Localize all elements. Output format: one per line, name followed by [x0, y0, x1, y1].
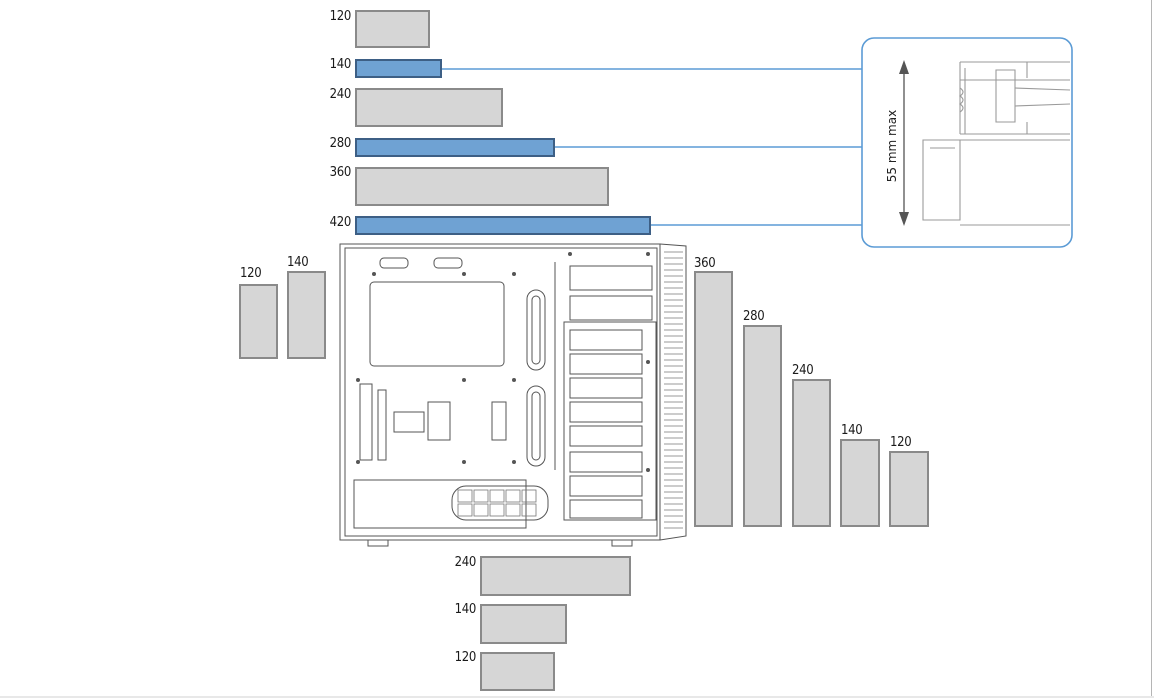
front-radiator-240-label: 240	[792, 363, 814, 378]
clearance-sideview-lineart	[922, 61, 1071, 226]
bottom-radiator-120-label: 120	[454, 650, 477, 665]
case-outline	[339, 243, 661, 541]
callout-connectors	[442, 68, 862, 226]
top-radiator-360	[355, 167, 609, 206]
front-panel-vents	[664, 251, 683, 529]
top-radiator-140-label: 140	[329, 57, 352, 72]
bottom-radiator-240	[480, 556, 631, 596]
cable-grommet-bottom	[526, 385, 546, 467]
front-radiator-120-label: 120	[890, 435, 912, 450]
front-radiator-280	[743, 325, 782, 527]
top-radiator-420-highlighted	[355, 216, 651, 235]
top-radiator-360-label: 360	[329, 165, 352, 180]
cable-grommet-top	[526, 289, 546, 371]
clearance-double-arrow	[899, 60, 909, 226]
bottom-radiator-240-label: 240	[454, 555, 477, 570]
bottom-radiator-140	[480, 604, 567, 644]
bottom-radiator-120	[480, 652, 555, 691]
top-radiator-280-label: 280	[329, 136, 352, 151]
top-radiator-240-label: 240	[329, 87, 352, 102]
rear-radiator-140	[287, 271, 326, 359]
front-radiator-360	[694, 271, 733, 527]
bottom-radiator-140-label: 140	[454, 602, 477, 617]
rear-radiator-120	[239, 284, 278, 359]
rear-radiator-120-label: 120	[240, 266, 262, 281]
top-radiator-240	[355, 88, 503, 127]
rear-radiator-140-label: 140	[287, 255, 309, 270]
page-bottom-edge	[0, 696, 1154, 698]
front-panel	[659, 243, 687, 541]
front-radiator-120	[889, 451, 929, 527]
page-edge-divider	[1151, 0, 1152, 698]
front-radiator-140-label: 140	[841, 423, 863, 438]
top-radiator-120-label: 120	[329, 9, 352, 24]
motherboard-cutout	[369, 281, 505, 367]
drive-cage	[563, 321, 657, 521]
front-radiator-240	[792, 379, 831, 527]
case-sticker	[393, 411, 425, 433]
front-radiator-280-label: 280	[743, 309, 765, 324]
optical-bay-2	[569, 295, 653, 321]
front-radiator-140	[840, 439, 880, 527]
psu-vent	[451, 485, 549, 521]
top-radiator-120	[355, 10, 430, 48]
optical-bay-1	[569, 265, 653, 291]
top-radiator-420-label: 420	[329, 215, 352, 230]
top-radiator-280-highlighted	[355, 138, 555, 157]
front-radiator-360-label: 360	[694, 256, 716, 271]
clearance-label: 55 mm max	[885, 109, 899, 183]
clearance-callout-box	[861, 37, 1073, 248]
top-radiator-140-highlighted	[355, 59, 442, 78]
pc-case-lineart	[339, 243, 687, 547]
